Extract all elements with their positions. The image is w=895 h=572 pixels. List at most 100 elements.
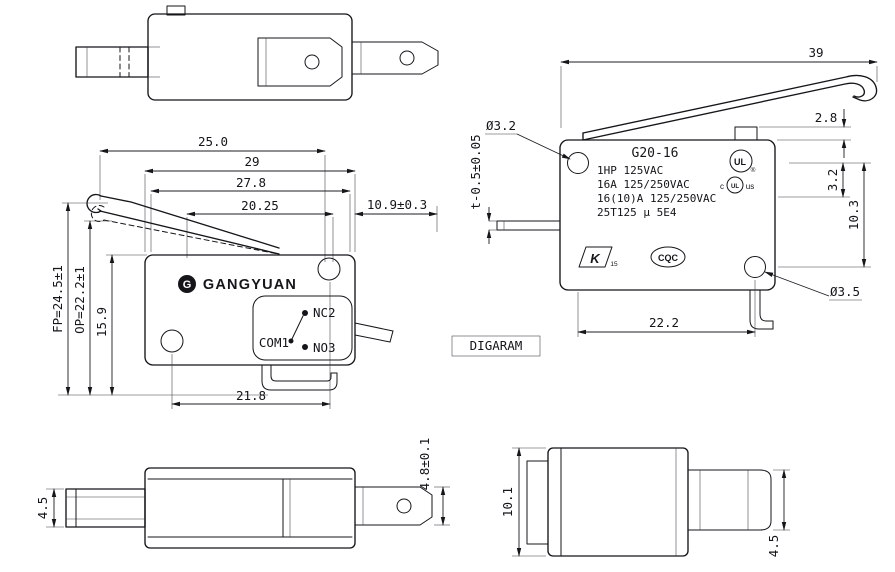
dim-label-lever-span: 25.0 [198, 134, 228, 149]
top-body-outline [147, 13, 353, 101]
dim-inner-span: 20.25 [186, 198, 334, 262]
top-plunger [75, 46, 149, 78]
dim-label-hole-dia-top: Ø3.2 [486, 118, 516, 133]
view-bottom: 4.5 4.8±0.1 [35, 438, 450, 549]
front-side-terminal [354, 322, 394, 343]
rating-line-1: 1HP 125VAC [597, 164, 663, 177]
view-top [75, 5, 439, 101]
dim-label-operating-position: OP=22.2±1 [72, 266, 87, 334]
circuit-no-contact [302, 344, 308, 350]
brand-logo-letter: G [183, 279, 192, 291]
caption-block: DIGARAM [451, 335, 541, 357]
dim-hole-spacing-side: 22.2 [577, 280, 756, 337]
caption-label: DIGARAM [470, 338, 523, 353]
end-terminal-blade [687, 469, 772, 531]
dim-label-body-width: 27.8 [236, 175, 266, 190]
dim-terminal-thickness: t-0.5±0.05 [468, 134, 497, 244]
view-side: 39 G20-16 1HP 125VAC 16A 125/250VAC 16(1… [451, 45, 878, 357]
side-body-outline [559, 139, 776, 291]
side-button [734, 126, 758, 141]
side-lever [582, 74, 878, 141]
dim-label-hole-offset: 3.2 [825, 169, 840, 192]
brand-name: GANGYUAN [203, 277, 297, 293]
dim-hole-offset: 3.2 [778, 162, 871, 198]
brand-logo-icon [178, 275, 196, 293]
view-front: 25.0 29 27.8 20.25 10.9±0.3 [50, 134, 438, 409]
end-body-outline [547, 447, 689, 557]
dim-free-position: FP=24.5±1 [50, 202, 108, 396]
dim-label-free-position: FP=24.5±1 [50, 265, 65, 333]
cert-us-label: us [746, 182, 754, 191]
dim-label-hole-spacing-side: 22.2 [649, 315, 679, 330]
dim-label-hole-spacing-front: 21.8 [236, 388, 266, 403]
cert-k-label: K [590, 251, 601, 266]
cert-k-number: 15 [610, 261, 618, 268]
front-body-outline [144, 254, 356, 366]
bottom-plunger [65, 488, 146, 528]
dim-terminal-length: 10.9±0.3 [354, 197, 438, 232]
cert-cqc-label: CQC [658, 253, 679, 263]
dim-label-overall-width: 29 [244, 154, 259, 169]
side-mounting-hole-bottom [744, 256, 766, 278]
dim-label-inner-span: 20.25 [241, 198, 279, 213]
circuit-box [252, 295, 353, 361]
front-mounting-hole-left [160, 329, 184, 353]
circuit-diagram: NC2 COM1 NO3 [252, 295, 353, 361]
side-left-terminal [496, 220, 561, 231]
dim-end-terminal-height: 4.5 [766, 469, 790, 558]
cert-c-label: c [720, 182, 724, 191]
dim-terminal-width: 4.8±0.1 [417, 438, 450, 526]
top-inner-terminal-hole [304, 54, 320, 70]
circuit-label-com: COM1 [259, 335, 289, 350]
dim-label-end-terminal-height: 4.5 [766, 535, 781, 558]
bottom-terminal-blade [354, 486, 433, 526]
circuit-nc-contact [302, 310, 308, 316]
dim-label-hole-dia-bottom: Ø3.5 [830, 284, 860, 299]
dim-label-lever-length: 39 [808, 45, 823, 60]
top-inner-terminal [257, 37, 343, 87]
model-number: G20-16 [632, 146, 679, 161]
cert-ul-mark: UL ® [729, 149, 756, 174]
dim-end-body-height: 10.1 [500, 447, 546, 557]
top-mount-tab [166, 5, 186, 16]
dim-hole-spacing-front: 21.8 [171, 282, 331, 409]
bottom-terminal-hole [396, 498, 412, 514]
dim-plunger-width: 4.5 [35, 488, 64, 528]
dim-hole-vertical: 10.3 [778, 162, 871, 268]
dim-label-end-body-height: 10.1 [500, 487, 515, 517]
dim-button-height: 2.8 [759, 109, 851, 158]
front-lever-pressed-dashed [90, 205, 105, 222]
dim-label-body-height: 15.9 [94, 307, 109, 337]
front-lever [86, 193, 280, 255]
dim-body-height: 15.9 [94, 254, 147, 396]
dim-lever-span: 25.0 [99, 134, 326, 262]
end-plunger [526, 460, 549, 545]
circuit-label-no: NO3 [313, 340, 336, 355]
top-terminal-blade [351, 41, 439, 75]
dim-label-button-height: 2.8 [815, 110, 838, 125]
dim-lever-length: 39 [560, 45, 878, 128]
rating-line-3: 16(10)A 125/250VAC [597, 192, 716, 205]
cert-cqc-mark: CQC [650, 246, 686, 268]
dim-label-plunger-width: 4.5 [35, 497, 50, 520]
rating-line-4: 25T125 μ 5E4 [597, 206, 677, 219]
side-mounting-hole-top [567, 152, 589, 174]
cert-ul-registered: ® [751, 166, 756, 174]
dim-label-terminal-width: 4.8±0.1 [417, 438, 432, 491]
cert-ul-small-label: UL [731, 184, 739, 190]
view-end: 10.1 4.5 [500, 447, 790, 558]
dim-label-hole-vertical: 10.3 [846, 200, 861, 230]
front-mounting-hole-right [317, 257, 341, 281]
dim-label-terminal-length: 10.9±0.3 [367, 197, 427, 212]
cert-culus-mark: c UL us [720, 176, 754, 194]
dim-hole-dia-bottom: Ø3.5 [764, 271, 862, 301]
brand-logo: G [178, 275, 196, 293]
dim-label-terminal-thickness: t-0.5±0.05 [468, 134, 483, 209]
circuit-label-nc: NC2 [313, 305, 336, 320]
cert-ul-label: UL [734, 157, 746, 167]
cert-k-mark: K 15 [578, 246, 618, 268]
top-terminal-hole [399, 50, 415, 66]
bottom-body-outline [144, 467, 356, 549]
